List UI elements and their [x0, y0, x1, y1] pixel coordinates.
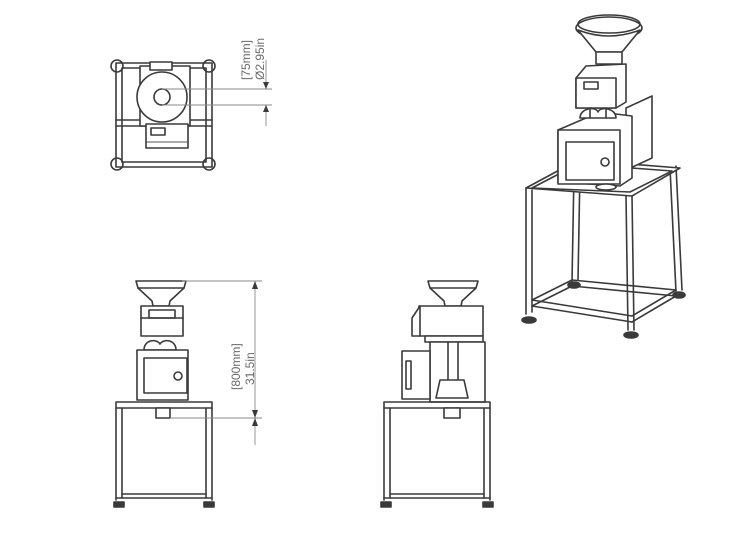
diameter-imperial-label: Ø2.95in [253, 38, 267, 80]
isometric-view [521, 14, 686, 339]
front-view: [800mm] 31.5in [113, 280, 262, 508]
top-view: [75mm] Ø2.95in [110, 38, 272, 171]
side-view [380, 280, 494, 508]
height-imperial-label: 31.5in [243, 352, 257, 385]
diameter-metric-label: [75mm] [239, 40, 253, 80]
height-metric-label: [800mm] [229, 343, 243, 390]
